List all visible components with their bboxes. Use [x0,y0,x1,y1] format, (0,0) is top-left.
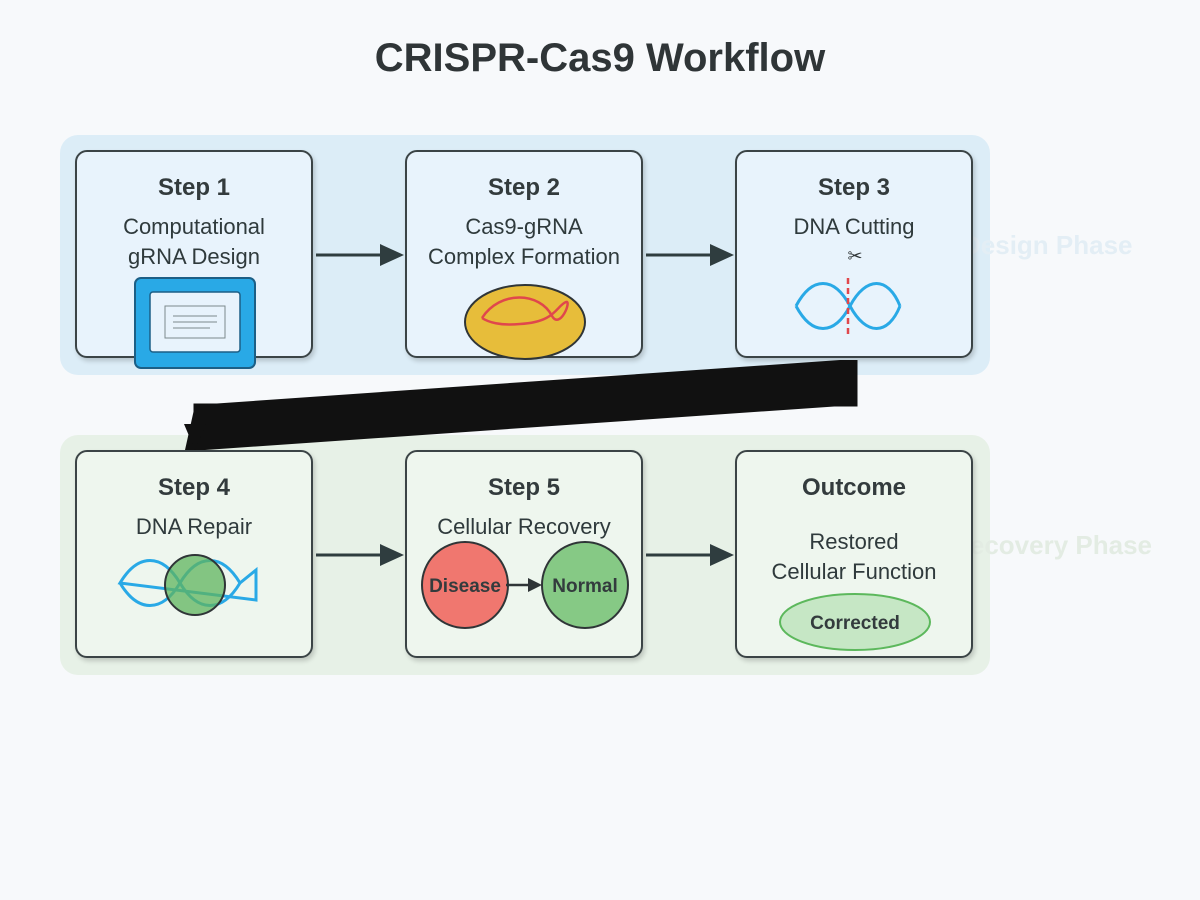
step-3-description: DNA Cutting [737,212,971,242]
step-4-description: DNA Repair [77,512,311,542]
arrow-step2-to-step3 [646,244,734,266]
outcome-line-1: Restored [809,529,899,554]
step-1-line-2: gRNA Design [127,244,261,269]
step-2-heading: Step 2 [487,174,561,201]
corrected-badge-label: Corrected [810,613,900,634]
step-4-heading: Step 4 [157,474,231,501]
cas9-complex-icon [464,284,586,360]
step-2-line-1: Cas9-gRNA [465,214,583,239]
step-1-line-1: Computational [123,214,265,239]
step-5-description: Cellular Recovery [407,512,641,542]
step-1-heading: Step 1 [157,174,231,201]
step-4-box: Step 4 DNA Repair [75,450,313,658]
scissors-icon: ✂ [847,246,862,267]
step-2-line-2: Complex Formation [428,244,620,269]
arrow-step4-to-step5 [316,544,404,566]
corrected-badge [779,593,931,651]
diagram-title: CRISPR-Cas9 Workflow [374,36,826,80]
step-2-description: Cas9-gRNA Complex Formation [407,212,641,272]
step-4-line-1: DNA Repair [135,514,253,539]
step-3-line-1: DNA Cutting [793,214,915,239]
connector-step3-to-step4 [184,360,858,450]
arrow-step5-to-outcome [646,544,734,566]
arrow-step1-to-step2 [316,244,404,266]
outcome-line-2: Cellular Function [771,559,937,584]
outcome-heading: Outcome [801,474,906,501]
step-5-heading: Step 5 [487,474,561,501]
recovery-phase-label: Recovery Phase [962,530,1152,560]
step-3-heading: Step 3 [817,174,891,201]
cell-transition-icon [421,541,629,629]
design-phase-label: Design Phase [962,230,1133,260]
step-3-box: Step 3 DNA Cutting [735,150,973,358]
dna-cut-icon [794,278,902,334]
computer-screen-icon [134,277,256,369]
step-5-line-1: Cellular Recovery [437,514,611,539]
outcome-description: Restored Cellular Function [737,527,971,587]
disease-label: Disease [429,576,501,597]
dna-repair-icon [117,554,258,616]
step-1-description: Computational gRNA Design [77,212,311,272]
normal-label: Normal [552,576,617,597]
